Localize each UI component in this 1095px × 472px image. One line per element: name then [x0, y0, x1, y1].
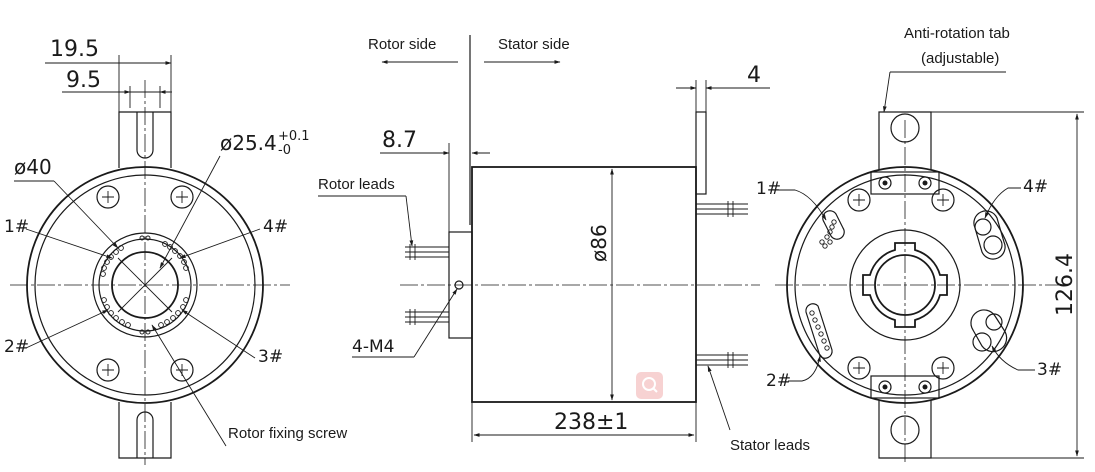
- left-port-3-leader: [181, 309, 256, 359]
- rotor-fixing-screw-leader: [151, 324, 227, 447]
- right-lead-exit-2: [805, 303, 833, 359]
- anti-rotation-tab-leader: [882, 71, 891, 113]
- right-port-4-leader: [984, 187, 1021, 219]
- left-inner-flange: [34, 174, 256, 396]
- left-port-1-label: 1#: [4, 217, 29, 237]
- adjustable-label: (adjustable): [921, 50, 999, 67]
- right-bottom-clamp: [870, 375, 940, 399]
- side-view: Rotor side Stator side Rotor leads: [318, 35, 810, 454]
- left-port-3-label: 3#: [258, 347, 283, 367]
- left-bottom-tab: [118, 402, 172, 459]
- dim-126-label: 126.4: [1053, 253, 1078, 316]
- rotor-leads-leader-drop: [405, 195, 414, 247]
- rotor-fixing-screw-label: Rotor fixing screw: [228, 425, 347, 442]
- left-port-2-leader: [25, 309, 109, 349]
- left-top-tab: [118, 111, 172, 168]
- right-bottom-tab-hole: [890, 415, 920, 445]
- slip-ring-body: [471, 166, 697, 403]
- right-top-tab: [878, 111, 932, 170]
- anti-rotation-tab-label: Anti-rotation tab: [904, 25, 1010, 42]
- left-end-view: 19.5 9.5 ø25.4 +0.1 -0 ø40 1# 4# 2# 3# R…: [4, 37, 347, 465]
- left-port-2-label: 2#: [4, 337, 29, 357]
- left-screw-bl: [96, 358, 120, 382]
- stator-tab: [695, 111, 707, 195]
- dim-bore-label: ø25.4: [220, 131, 277, 155]
- right-lead-exit-1: [819, 210, 845, 249]
- right-port-2-label: 2#: [766, 371, 791, 391]
- right-lead-exit-4: [973, 210, 1006, 260]
- right-bottom-tab: [878, 400, 932, 459]
- right-clamp-screws: [878, 176, 932, 394]
- right-port-4-label: 4#: [1023, 177, 1048, 197]
- stator-leads-upper: [696, 201, 748, 217]
- left-hub: [92, 232, 198, 338]
- right-port-1-label: 1#: [756, 179, 781, 199]
- left-outer-flange: [26, 166, 264, 404]
- rotor-leads-upper: [405, 244, 449, 260]
- stator-leads-leader: [707, 365, 731, 431]
- rotor-flange: [448, 231, 473, 339]
- dim-9-5-label: 9.5: [66, 68, 101, 93]
- right-bore: [874, 254, 936, 316]
- dim-bore-tol-upper: +0.1: [278, 129, 310, 144]
- left-port-1-leader: [25, 228, 113, 259]
- left-bottom-tab-slot: [136, 411, 154, 458]
- right-port-3-leader: [991, 345, 1035, 371]
- rotor-leads-label: Rotor leads: [318, 176, 395, 193]
- screw-spec-leader: [413, 288, 458, 358]
- left-port-4-leader: [179, 228, 261, 259]
- dim-86-label: ø86: [587, 224, 611, 262]
- right-keyed-bore: [862, 242, 948, 328]
- left-bore: [111, 251, 179, 319]
- right-top-tab-hole: [890, 113, 920, 143]
- right-inner-flange: [794, 174, 1016, 396]
- screw-4m4: [454, 280, 464, 290]
- dim-8-7-label: 8.7: [382, 128, 417, 153]
- stator-leads-label: Stator leads: [730, 437, 810, 454]
- right-port-3-label: 3#: [1037, 360, 1062, 380]
- screw-spec-label: 4-M4: [352, 337, 394, 357]
- right-hub: [849, 229, 961, 341]
- left-port-4-label: 4#: [263, 217, 288, 237]
- watermark-search-icon: [636, 372, 663, 399]
- dim-outer-label: ø40: [14, 155, 52, 179]
- rotor-side-label: Rotor side: [368, 36, 436, 53]
- left-screw-tl: [96, 185, 120, 209]
- left-lead-ring: [98, 238, 192, 332]
- dim-outer-leader: [53, 180, 119, 249]
- right-top-clamp: [870, 171, 940, 195]
- dim-19-5-label: 19.5: [50, 37, 99, 62]
- left-top-tab-slot: [136, 112, 154, 159]
- dim-bore-leader: [159, 155, 221, 269]
- right-port-1-leader: [778, 189, 827, 221]
- stator-leads-lower: [696, 352, 748, 368]
- right-lead-exit-3: [970, 309, 1008, 353]
- right-flange-screws: [847, 188, 955, 380]
- dim-bore-tol-lower: -0: [278, 143, 291, 158]
- rotor-leads-lower: [405, 309, 449, 325]
- right-end-view: Anti-rotation tab (adjustable) 1# 2# 4# …: [756, 25, 1084, 465]
- stator-side-label: Stator side: [498, 36, 570, 53]
- right-port-2-leader: [788, 355, 821, 382]
- dim-4-label: 4: [747, 63, 761, 88]
- right-outer-flange: [786, 166, 1024, 404]
- dim-238-label: 238±1: [554, 410, 628, 435]
- left-screw-tr: [170, 185, 194, 209]
